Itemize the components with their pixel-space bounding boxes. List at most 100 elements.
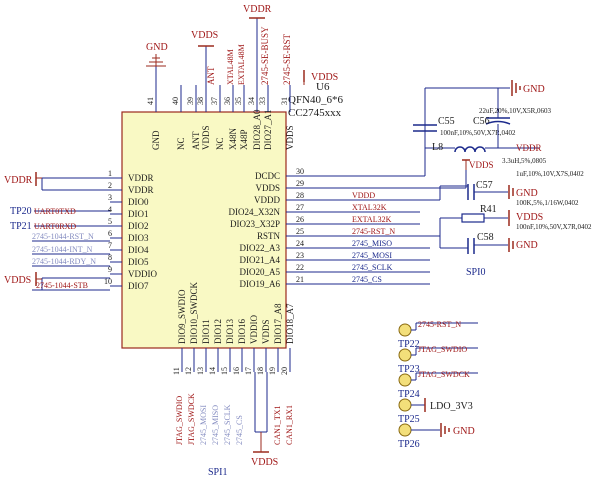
pin-number: 24 xyxy=(296,239,304,248)
right-wiring: GND C55 100nF,10%,50V,X7R,0402 C56 22uF,… xyxy=(310,80,592,285)
pin-name: DIO9_SWDIO xyxy=(177,289,187,344)
tp24-marker xyxy=(398,373,412,387)
c55-value: 100nF,10%,50V,X7R,0402 xyxy=(440,129,516,137)
pin-number: 4 xyxy=(108,205,112,214)
c57-ref: C57 xyxy=(476,180,493,191)
pin-number: 21 xyxy=(296,275,304,284)
pin-number: 35 xyxy=(234,97,243,105)
pin-number: 14 xyxy=(208,367,217,375)
spi0-label: SPI0 xyxy=(466,267,485,278)
bottom-pins: 11DIO9_SWDIO12DIO10_SWDCK13DIO1114DIO121… xyxy=(172,282,295,375)
pin-name: DIO23_X32P xyxy=(230,219,280,229)
pin-name: DIO0 xyxy=(128,197,149,207)
pin-number: 20 xyxy=(280,367,289,375)
pin-number: 36 xyxy=(223,97,232,105)
pin-name: NC xyxy=(176,137,186,150)
net-can1-rx1: CAN1_RX1 xyxy=(285,405,294,445)
pin-name: VDDIO xyxy=(128,269,157,279)
pin-number: 30 xyxy=(296,167,304,176)
net-miso-bottom: 2745_MISO xyxy=(211,405,220,445)
l8-value: 3.3uH,5%,0805 xyxy=(502,157,547,165)
pin-name: DIO24_X32N xyxy=(229,207,281,217)
net-rdy-n: 2745-1044-RDY_N xyxy=(32,257,96,266)
pin-number: 17 xyxy=(244,367,253,375)
pin-number: 7 xyxy=(108,241,112,250)
c58-ref: C58 xyxy=(477,232,494,243)
net-rst-n: 2745-1044-RST_N xyxy=(32,232,94,241)
pin-name: DIO11 xyxy=(201,319,211,344)
pin-number: 27 xyxy=(296,203,304,212)
pin-number: 8 xyxy=(108,253,112,262)
tp21-label: TP21 xyxy=(10,221,32,232)
pin-name: DIO20_A5 xyxy=(240,267,281,277)
tp22-net: 2745-RST_N xyxy=(418,320,461,329)
testpoints-right: 2745-RST_N TP22 JTAG_SWDIO TP23 JTAG_SWD… xyxy=(398,320,478,450)
left-wiring: VDDR TP20 UART0TXD TP21 UART0RXD 2745-10… xyxy=(4,172,110,291)
vdds-l8-label: VDDS xyxy=(469,160,494,170)
pin-number: 9 xyxy=(108,265,112,274)
tp22-label: TP22 xyxy=(398,339,420,350)
pin-number: 26 xyxy=(296,215,304,224)
tp22-marker xyxy=(398,323,412,337)
pin-number: 25 xyxy=(296,227,304,236)
tp24-label: TP24 xyxy=(398,389,420,400)
c56-ref: C56 xyxy=(473,116,490,127)
net-sclk-right: 2745_SCLK xyxy=(352,263,393,272)
pin-number: 39 xyxy=(186,97,195,105)
pin-name: VDDS xyxy=(255,183,280,193)
pin-name: GND xyxy=(151,130,161,150)
pin-name: RSTN xyxy=(257,231,281,241)
net-uart0txd: UART0TXD xyxy=(34,207,76,216)
c58-value: 100nF,10%,50V,X7R,0402 xyxy=(516,223,592,231)
net-jtag-swdck: JTAG_SWDCK xyxy=(187,393,196,445)
pin-name: VDDS xyxy=(261,319,271,344)
pin-number: 13 xyxy=(196,367,205,375)
pin-number: 19 xyxy=(268,367,277,375)
r41-value: 100K,5%,1/16W,0402 xyxy=(516,199,579,207)
r41-ref: R41 xyxy=(480,204,497,215)
pin-name: X48N xyxy=(228,128,238,150)
c57-value: 1uF,10%,10V,X7S,0402 xyxy=(516,170,584,178)
pin-number: 38 xyxy=(196,97,205,105)
right-pins: 30DCDC29VDDS28VDDD27DIO24_X32N26DIO23_X3… xyxy=(229,167,310,289)
pin-number: 23 xyxy=(296,251,304,260)
net-sclk-bottom: 2745_SCLK xyxy=(223,404,232,445)
pin-number: 16 xyxy=(232,367,241,375)
gnd-top-label: GND xyxy=(146,42,168,53)
chip-package: QFN40_6*6 xyxy=(288,94,344,106)
net-can1-tx1: CAN1_TX1 xyxy=(273,405,282,445)
pin-name: VDDR xyxy=(128,173,154,183)
pin-name: DIO16 xyxy=(237,319,247,344)
pin-name: DIO21_A4 xyxy=(240,255,281,265)
net-jtag-swdio: JTAG_SWDIO xyxy=(175,396,184,445)
tp23-label: TP23 xyxy=(398,364,420,375)
top-pins: 41GND40NC39ANT38VDDS37NC36X48N35X48P34DI… xyxy=(146,85,295,150)
tp26-marker xyxy=(398,423,412,437)
pin-name: DIO5 xyxy=(128,257,149,267)
net-rst-n-right: 2745-RST_N xyxy=(352,227,395,236)
bottom-wiring: JTAG_SWDIO JTAG_SWDCK 2745_MOSI 2745_MIS… xyxy=(175,372,294,478)
pin-number: 6 xyxy=(108,229,112,238)
pin-number: 37 xyxy=(210,97,219,105)
pin-name: DIO4 xyxy=(128,245,149,255)
vdds-bottom-label: VDDS xyxy=(251,457,278,468)
l8-ref: L8 xyxy=(432,142,443,153)
tp24-net: JTAG_SWDCK xyxy=(418,370,470,379)
vddr-left-label: VDDR xyxy=(4,175,33,186)
pin-number: 31 xyxy=(280,97,289,105)
vdds-left-label: VDDS xyxy=(4,275,31,286)
pin-name: DIO13 xyxy=(225,319,235,344)
pin-number: 34 xyxy=(247,97,256,105)
net-extal32k: EXTAL32K xyxy=(352,215,392,224)
net-se-busy: 2745-SE-BUSY xyxy=(260,26,270,85)
pin-name: DIO10_SWDCK xyxy=(189,282,199,344)
pin-name: DIO7 xyxy=(128,281,149,291)
gnd-c58-label: GND xyxy=(516,240,538,251)
tp26-label: TP26 xyxy=(398,439,420,450)
chip-body xyxy=(121,111,287,349)
vddr-l8-label: VDDR xyxy=(516,143,542,153)
pin-number: 2 xyxy=(108,181,112,190)
top-power: GND VDDS VDDR VDDS xyxy=(146,4,338,85)
pin-name: DIO17_A8 xyxy=(273,303,283,344)
